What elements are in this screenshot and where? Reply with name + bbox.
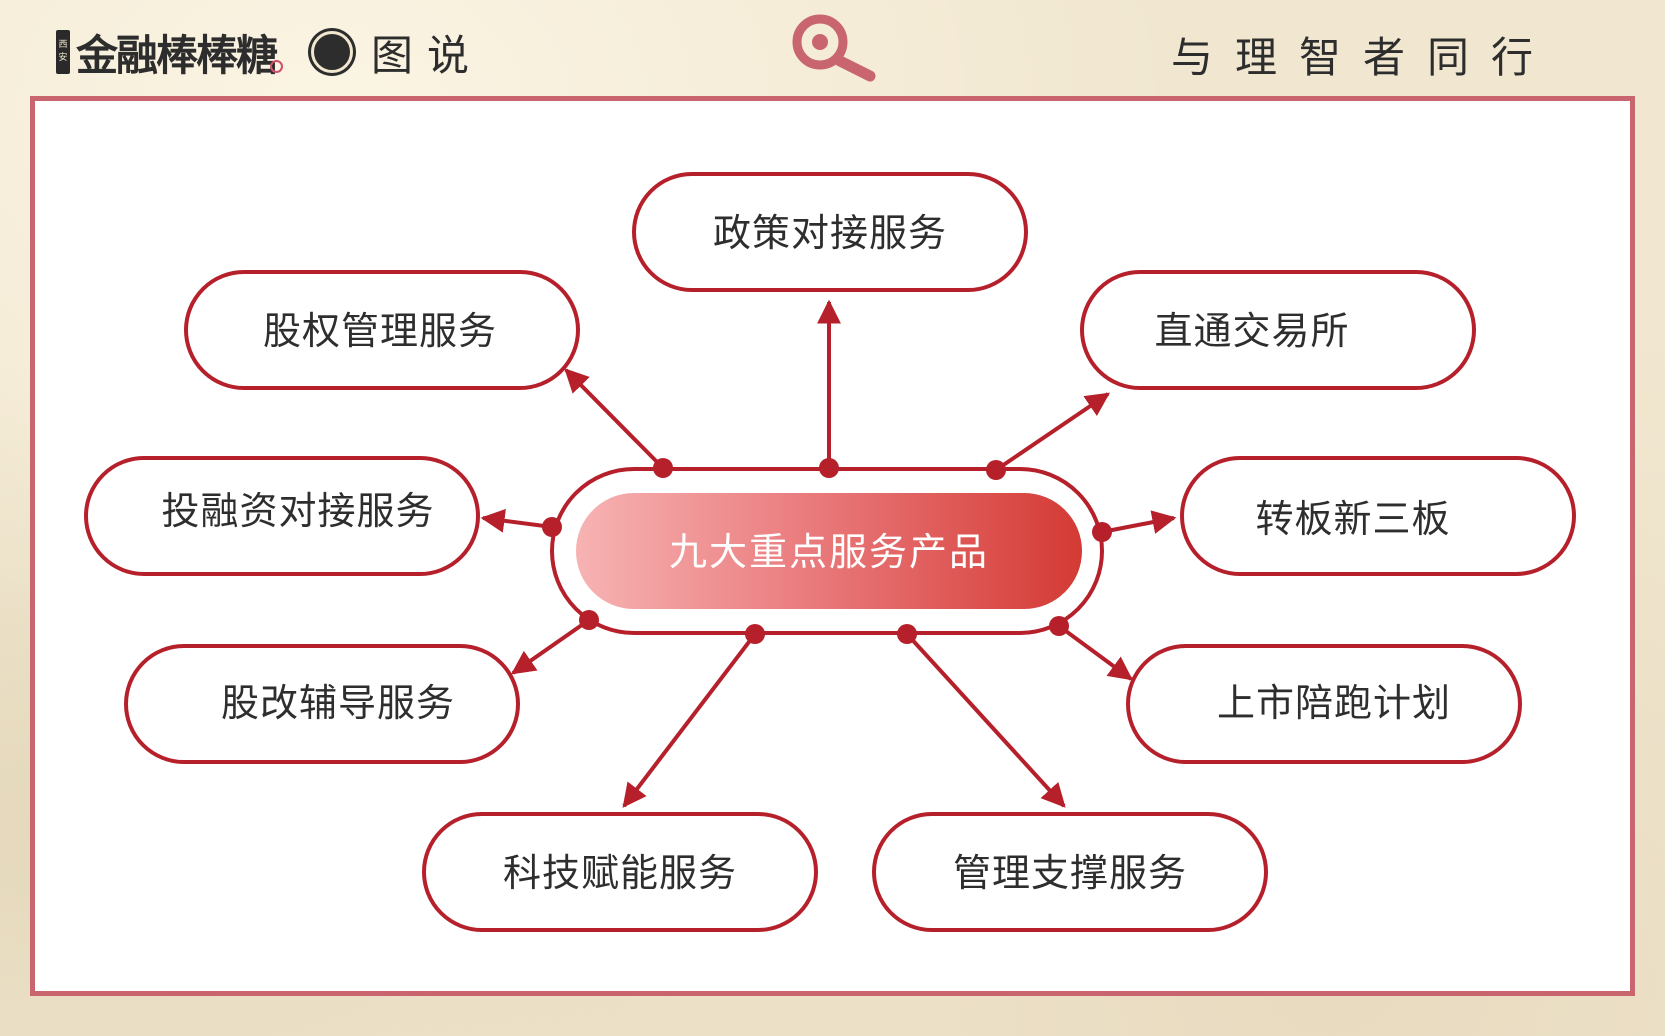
connectors [480, 299, 1177, 808]
connector-mgmt-support [905, 632, 1066, 808]
node-tech: 科技赋能服务 [422, 812, 818, 932]
node-label: 管理支撑服务 [953, 851, 1187, 895]
connector-board-transfer [1101, 510, 1177, 534]
record-icon [311, 31, 354, 73]
hub-dot [579, 610, 599, 630]
node-listing: 上市陪跑计划 [1126, 644, 1522, 764]
brand-seal: 西安 [56, 30, 70, 74]
center-hub-fill [576, 493, 1082, 609]
connector-listing [1057, 624, 1133, 681]
node-financing: 投融资对接服务 [84, 456, 480, 576]
node-mgmt-support: 管理支撑服务 [872, 812, 1268, 932]
hub-dot [745, 624, 765, 644]
search-logo-icon [792, 14, 876, 82]
node-reform: 股改辅导服务 [124, 644, 520, 764]
center-label: 九大重点服务产品 [669, 530, 989, 574]
brand: 西安 金融棒棒糖 图说 [56, 22, 483, 82]
hub-dot [897, 624, 917, 644]
node-label: 转板新三板 [1255, 497, 1450, 541]
node-label: 股改辅导服务 [221, 681, 455, 725]
node-label: 股权管理服务 [263, 309, 497, 353]
node-exchange: 直通交易所 [1080, 270, 1476, 390]
node-label: 政策对接服务 [713, 211, 947, 255]
node-label: 投融资对接服务 [161, 489, 434, 533]
slogan: 与理智者同行 [1170, 33, 1555, 82]
connector-reform [511, 618, 591, 675]
node-label: 上市陪跑计划 [1217, 681, 1451, 725]
hub-dot [1049, 616, 1069, 636]
connector-financing [480, 508, 553, 533]
center-hub: 九大重点服务产品 [550, 467, 1104, 635]
hub-dot [986, 460, 1006, 480]
node-label: 直通交易所 [1154, 309, 1349, 353]
node-policy: 政策对接服务 [632, 172, 1028, 292]
hub-dot [1092, 522, 1112, 542]
brand-name: 金融棒棒糖 [76, 30, 278, 80]
hub-dots [542, 458, 1112, 644]
brand-subtitle: 图说 [371, 30, 484, 80]
hub-dot [819, 458, 839, 478]
connector-exchange [994, 392, 1110, 472]
hub-dot [542, 517, 562, 537]
node-equity-mgmt: 股权管理服务 [184, 270, 580, 390]
node-board-transfer: 转板新三板 [1180, 456, 1576, 576]
connector-tech [622, 632, 757, 808]
node-label: 科技赋能服务 [503, 851, 737, 895]
brand-dot-icon [270, 59, 284, 73]
connector-equity-mgmt [564, 368, 665, 470]
header: 西安 金融棒棒糖 图说 与理智者同行 [0, 0, 1665, 100]
hub-dot [653, 458, 673, 478]
